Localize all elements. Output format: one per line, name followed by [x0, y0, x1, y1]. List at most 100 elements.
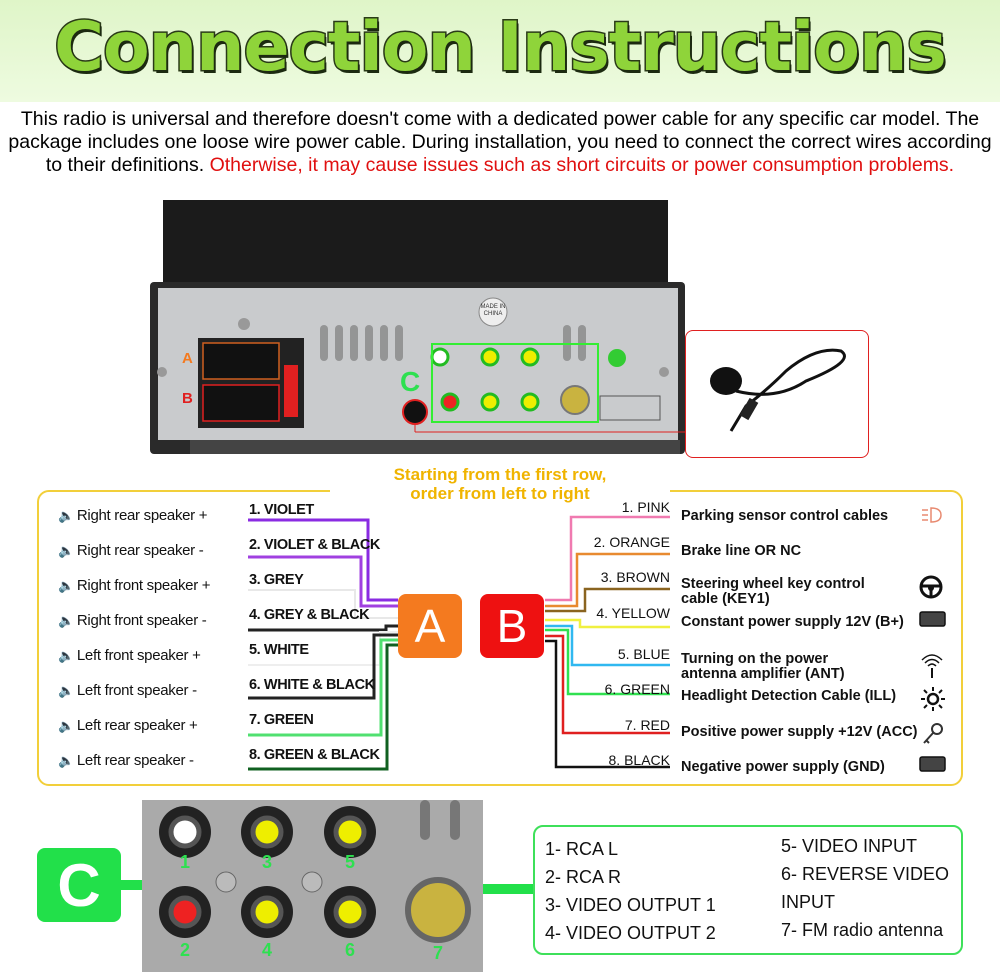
order-hint: Starting from the first row,order from l…: [330, 465, 670, 503]
wire-b-6: [545, 628, 670, 696]
legend-link: [483, 884, 533, 894]
hint-line-1: Starting from the first row,: [393, 465, 607, 484]
connector-b: B: [480, 594, 544, 658]
wire-function-b: Negative power supply (GND): [681, 759, 885, 775]
wire-label-b: 5. BLUE: [617, 646, 670, 662]
connector-a: A: [398, 594, 462, 658]
speaker-function: 🔈Right front speaker +: [58, 577, 211, 594]
speaker-icon: 🔈: [58, 647, 74, 663]
speaker-icon: 🔈: [58, 612, 74, 628]
speaker-icon: 🔈: [58, 507, 74, 523]
wire-label-a: 6. WHITE & BLACK: [249, 677, 375, 693]
wire-a-3: [248, 589, 398, 619]
rca-jack-center: [333, 815, 367, 849]
wire-a-7: [248, 638, 398, 737]
radio-port-b-label: B: [182, 390, 193, 407]
wire-function-b: Positive power supply +12V (ACC): [681, 724, 918, 740]
intro-warning: Otherwise, it may cause issues such as s…: [209, 154, 955, 176]
jack-number: 5: [345, 852, 356, 872]
wire-label-b: 2. ORANGE: [593, 534, 670, 550]
speaker-icon: 🔈: [58, 577, 74, 593]
speaker-function-label: Left rear speaker +: [76, 717, 198, 734]
speaker-function-label: Right rear speaker +: [76, 507, 208, 524]
wire-function-b: Constant power supply 12V (B+): [681, 614, 904, 630]
wire-label-b: 3. BROWN: [600, 569, 670, 585]
speaker-function: 🔈Left front speaker +: [58, 647, 201, 664]
speaker-function: 🔈Left rear speaker -: [58, 752, 194, 769]
legend-item: 1- RCA L: [545, 839, 619, 859]
wire-b-4: [545, 618, 670, 629]
wire-function-b: Brake line OR NC: [681, 543, 802, 559]
radio-rear-photo: [150, 200, 685, 454]
fm-antenna-jack: [405, 877, 471, 943]
speaker-icon: 🔈: [58, 752, 74, 768]
wire-b-3: [545, 587, 670, 613]
speaker-icon: 🔈: [58, 682, 74, 698]
rca-jacks-photo: [142, 800, 483, 972]
wire-label-b: 7. RED: [624, 717, 670, 733]
speaker-function-label: Right rear speaker -: [76, 542, 204, 559]
intro-text: This radio is universal and therefore do…: [0, 108, 1000, 177]
wire-label-b: 1. PINK: [621, 499, 670, 515]
sun-icon: [919, 685, 947, 718]
wire-label-a: 2. VIOLET & BLACK: [249, 537, 380, 553]
legend-item: 6- REVERSE VIDEO: [781, 864, 950, 884]
battery-icon: [919, 756, 947, 777]
wire-a-8: [248, 643, 398, 771]
antenna-icon: [919, 650, 945, 683]
connector-c: C: [37, 848, 121, 922]
radio-port-c-label: C: [400, 366, 421, 397]
legend-item: 7- FM radio antenna: [781, 920, 944, 940]
page-title: Connection Instructions: [53, 7, 949, 89]
wire-a-1: [248, 518, 398, 602]
wire-b-7: [545, 634, 670, 735]
rca-jack-center: [333, 895, 367, 929]
speaker-function: 🔈Right rear speaker -: [58, 542, 204, 559]
jack-number: 3: [262, 852, 273, 872]
wire-label-a: 1. VIOLET: [249, 502, 314, 518]
speaker-function-label: Left rear speaker -: [76, 752, 194, 769]
steering-wheel-icon: [919, 575, 943, 604]
key-icon: [919, 721, 945, 752]
made-in-china-badge: MADE IN CHINA: [480, 304, 506, 317]
wire-function-b: Headlight Detection Cable (ILL): [681, 688, 897, 704]
legend-item: INPUT: [781, 892, 835, 912]
wire-a-4: [248, 624, 398, 632]
connector-c-legend: [533, 825, 963, 955]
wire-label-a: 4. GREY & BLACK: [249, 607, 370, 623]
legend-item: 2- RCA R: [545, 867, 622, 887]
speaker-icon: 🔈: [58, 542, 74, 558]
wire-label-b: 4. YELLOW: [596, 605, 670, 621]
wire-function-b: Parking sensor control cables: [681, 508, 889, 524]
wire-a-2: [248, 555, 398, 608]
wire-b-1: [545, 515, 670, 602]
jack-number: 2: [180, 940, 191, 960]
speaker-function-label: Right front speaker +: [76, 577, 211, 594]
rca-jack-center: [250, 895, 284, 929]
speaker-function: 🔈Right front speaker -: [58, 612, 207, 629]
wire-label-a: 3. GREY: [249, 572, 304, 588]
speaker-function-label: Left front speaker +: [76, 647, 201, 664]
legend-item: 4- VIDEO OUTPUT 2: [545, 923, 716, 943]
wire-b-2: [545, 552, 670, 608]
radio-port-a-label: A: [182, 350, 193, 367]
wire-b-5: [545, 624, 670, 667]
microphone-icon: [710, 348, 846, 432]
wire-a-6: [248, 633, 398, 700]
parking-light-icon: [919, 505, 943, 530]
wire-label-a: 5. WHITE: [249, 642, 309, 658]
speaker-function: 🔈Left front speaker -: [58, 682, 197, 699]
wire-label-b: 8. BLACK: [608, 752, 670, 768]
speaker-function: 🔈Right rear speaker +: [58, 507, 208, 524]
connector-c-link: [120, 880, 142, 890]
speaker-icon: 🔈: [58, 717, 74, 733]
wire-label-a: 8. GREEN & BLACK: [249, 747, 380, 763]
wire-function-b: Steering wheel key control cable (KEY1): [681, 576, 865, 607]
intro-body: This radio is universal and therefore do…: [8, 108, 992, 176]
wire-label-b: 6. GREEN: [604, 681, 670, 697]
microphone-photo: [685, 330, 869, 458]
hint-line-2: order from left to right: [410, 484, 590, 503]
wire-label-a: 7. GREEN: [249, 712, 314, 728]
wire-b-8: [545, 639, 670, 769]
